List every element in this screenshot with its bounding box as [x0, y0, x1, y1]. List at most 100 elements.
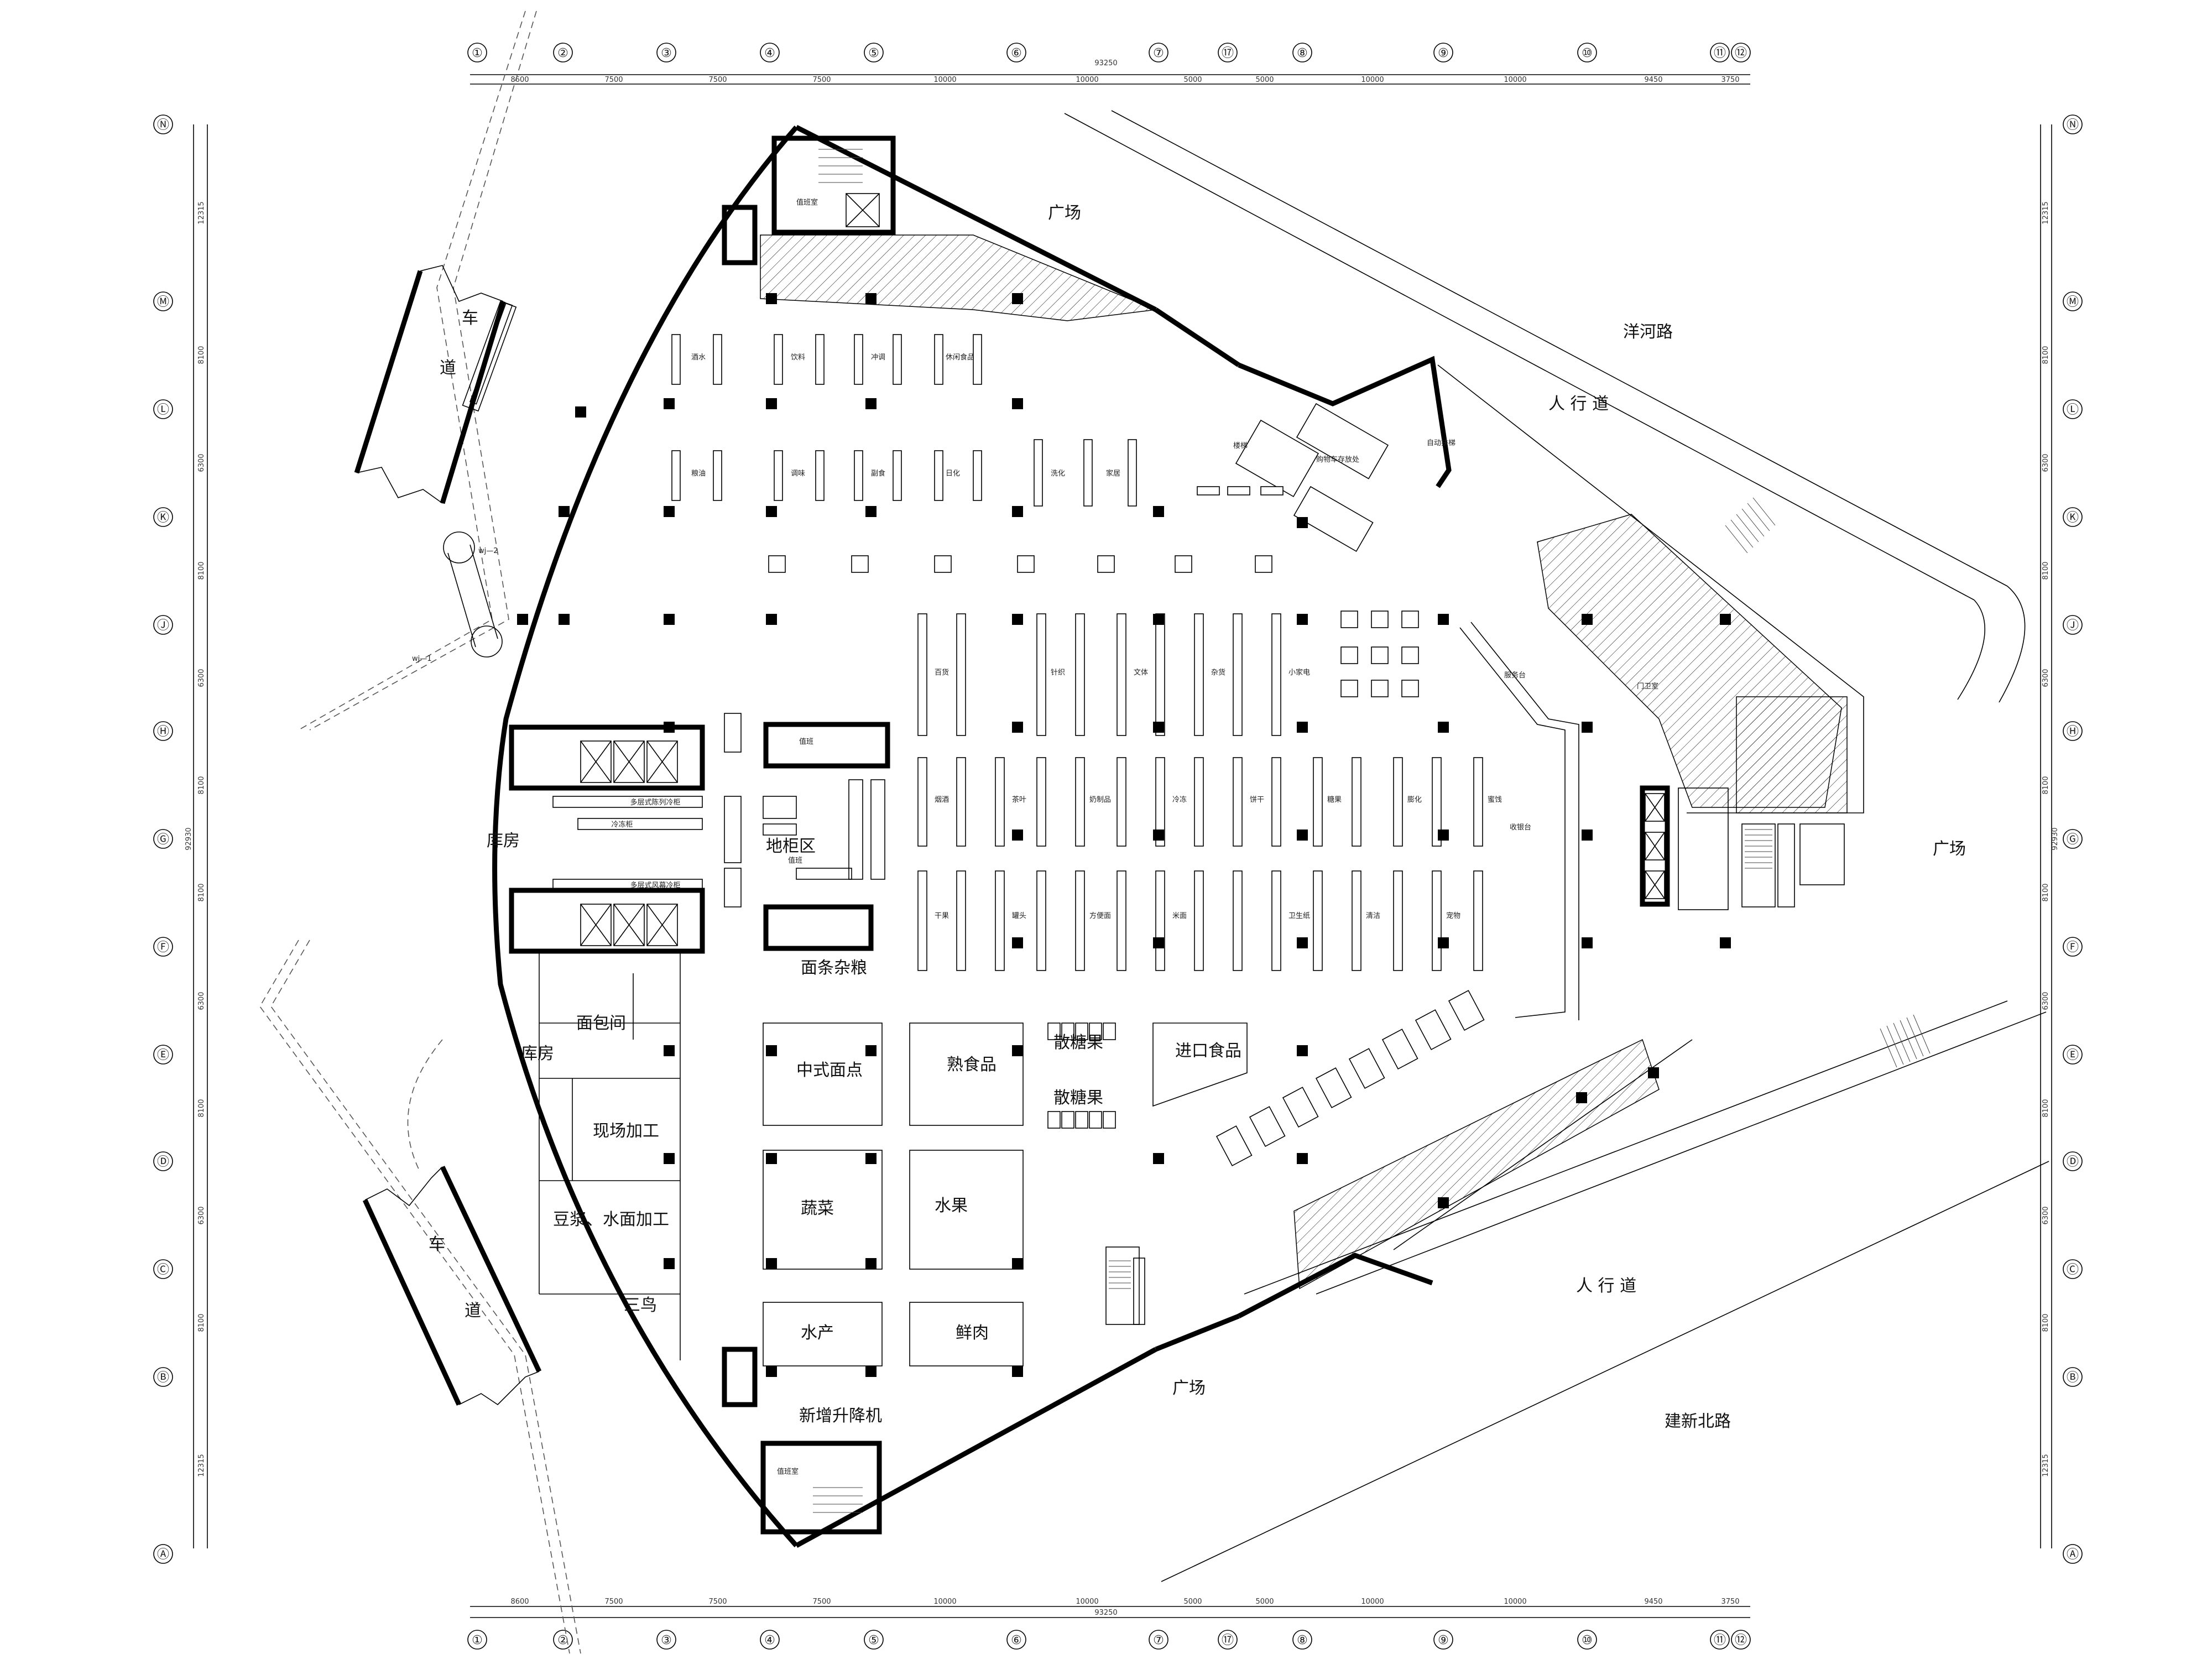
road-yanghe: 洋河路	[1623, 322, 1673, 342]
room-fresh-meat: 鲜肉	[956, 1323, 989, 1343]
svg-text:膨化: 膨化	[1407, 796, 1422, 804]
svg-text:休闲食品: 休闲食品	[946, 353, 974, 362]
dimension-lines	[193, 74, 2052, 1618]
svg-text:7500: 7500	[604, 1598, 623, 1606]
svg-text:6300: 6300	[197, 992, 206, 1010]
svg-text:8100: 8100	[2042, 346, 2050, 364]
svg-text:Ⓐ: Ⓐ	[2067, 1548, 2079, 1562]
svg-text:Ⓜ: Ⓜ	[2067, 295, 2079, 309]
room-seafood: 水产	[801, 1323, 834, 1343]
svg-text:6300: 6300	[197, 669, 206, 687]
svg-text:⑥: ⑥	[1011, 1634, 1022, 1647]
svg-text:宠物: 宠物	[1446, 911, 1460, 920]
svg-text:收银台: 收银台	[1510, 823, 1531, 832]
svg-text:10000: 10000	[933, 1598, 956, 1606]
svg-text:10000: 10000	[1361, 1598, 1384, 1606]
svg-text:6300: 6300	[2042, 992, 2050, 1010]
svg-text:8100: 8100	[197, 883, 206, 901]
svg-text:8100: 8100	[197, 1099, 206, 1117]
svg-text:10000: 10000	[1504, 76, 1526, 84]
svg-text:家居: 家居	[1106, 469, 1120, 478]
svg-text:8600: 8600	[510, 1598, 529, 1606]
room-bulk-candy-2: 散糖果	[1053, 1088, 1103, 1108]
svg-text:Ⓚ: Ⓚ	[2067, 511, 2079, 525]
svg-text:Ⓖ: Ⓖ	[157, 833, 169, 847]
svg-text:6300: 6300	[2042, 453, 2050, 472]
svg-text:干果: 干果	[935, 912, 949, 920]
svg-text:12315: 12315	[197, 1454, 206, 1477]
svg-text:Ⓛ: Ⓛ	[2067, 403, 2079, 417]
svg-text:⑦: ⑦	[1153, 46, 1164, 60]
svg-text:自动扶梯: 自动扶梯	[1427, 439, 1455, 447]
svg-text:⑤: ⑤	[868, 46, 879, 60]
svg-text:93250: 93250	[1094, 1609, 1117, 1617]
svg-text:Ⓗ: Ⓗ	[2067, 725, 2079, 739]
site-labels: 广场 广场 广场 洋河路 建新北路 人 行 道 人 行 道	[1048, 204, 1966, 1431]
svg-text:②: ②	[557, 46, 568, 60]
svg-text:饮料: 饮料	[791, 353, 805, 362]
svg-text:Ⓕ: Ⓕ	[157, 941, 169, 954]
svg-text:Ⓙ: Ⓙ	[157, 619, 169, 633]
svg-text:Ⓙ: Ⓙ	[2067, 619, 2079, 633]
svg-text:8100: 8100	[2042, 1313, 2050, 1332]
svg-text:Ⓔ: Ⓔ	[2067, 1048, 2079, 1062]
svg-text:⑩: ⑩	[1582, 1634, 1593, 1647]
svg-text:92930: 92930	[185, 827, 193, 850]
room-chinese-pastry: 中式面点	[796, 1061, 863, 1080]
svg-text:6300: 6300	[2042, 669, 2050, 687]
svg-text:12315: 12315	[2042, 201, 2050, 224]
svg-text:6300: 6300	[197, 1206, 206, 1224]
axis-col-12: ⑫	[1731, 43, 1751, 62]
svg-text:⑨: ⑨	[1438, 1634, 1449, 1647]
frozen-noodles-zone: 地柜区 面条杂粮 值班	[724, 713, 890, 978]
fresh-food-zone: 中式面点 熟食品 进口食品 散糖果 散糖果 蔬菜 水果 水产 鲜肉 新增升降机	[763, 1022, 1248, 1426]
svg-text:⑧: ⑧	[1297, 1634, 1308, 1647]
axis-col-8: ⑧	[1292, 43, 1312, 62]
svg-text:7500: 7500	[604, 76, 623, 84]
svg-text:8100: 8100	[2042, 883, 2050, 901]
plaza-south: 广场	[1172, 1379, 1206, 1398]
axis-col-1: ①	[467, 43, 487, 62]
svg-text:9450: 9450	[1644, 1598, 1662, 1606]
svg-text:10000: 10000	[1361, 76, 1384, 84]
svg-text:值班: 值班	[799, 737, 813, 746]
svg-text:值班室: 值班室	[777, 1467, 799, 1476]
svg-text:⑦: ⑦	[1153, 1634, 1164, 1647]
room-soy-noodle: 豆浆、水面加工	[553, 1210, 669, 1229]
svg-text:Ⓓ: Ⓓ	[157, 1155, 169, 1169]
svg-text:楼梯: 楼梯	[1233, 442, 1248, 450]
svg-text:洗化: 洗化	[1051, 469, 1065, 478]
svg-text:针织: 针织	[1051, 669, 1065, 677]
svg-text:12315: 12315	[197, 201, 206, 224]
svg-text:道: 道	[440, 358, 456, 378]
svg-text:7500: 7500	[812, 1598, 831, 1606]
room-bakery: 面包间	[576, 1014, 626, 1033]
svg-text:茶叶: 茶叶	[1012, 795, 1026, 804]
svg-text:6300: 6300	[197, 453, 206, 472]
svg-text:5000: 5000	[1255, 76, 1274, 84]
axis-col-5: ⑤	[864, 43, 884, 62]
bottom-dimensions: 8600 7500 7500 7500 10000 10000 5000 500…	[510, 1598, 1739, 1617]
svg-text:米面: 米面	[1172, 912, 1187, 920]
svg-text:6300: 6300	[2042, 1206, 2050, 1224]
svg-text:Ⓔ: Ⓔ	[157, 1048, 169, 1062]
room-onsite-processing: 现场加工	[593, 1121, 659, 1141]
svg-text:7500: 7500	[812, 76, 831, 84]
svg-text:门卫室: 门卫室	[1637, 682, 1658, 691]
svg-text:⑫: ⑫	[1735, 46, 1747, 60]
svg-text:⑪: ⑪	[1714, 46, 1726, 60]
room-new-lift: 新增升降机	[799, 1406, 882, 1426]
svg-text:多层式陈列冷柜: 多层式陈列冷柜	[630, 798, 680, 807]
svg-text:⑤: ⑤	[868, 1634, 879, 1647]
right-dimensions: 12315 8100 6300 8100 6300 8100 8100 6300…	[2042, 201, 2059, 1477]
svg-text:小家电: 小家电	[1288, 668, 1310, 677]
room-noodles-grain: 面条杂粮	[801, 958, 867, 978]
axis-col-10: ⑩	[1577, 43, 1597, 62]
svg-text:粮油: 粮油	[691, 469, 706, 478]
svg-text:糖果: 糖果	[1327, 795, 1342, 804]
svg-text:⑥: ⑥	[1011, 46, 1022, 60]
sidewalk-bottom: 人 行 道	[1576, 1276, 1636, 1296]
room-deli: 熟食品	[947, 1055, 997, 1074]
svg-text:8100: 8100	[197, 561, 206, 580]
svg-text:Ⓒ: Ⓒ	[157, 1263, 169, 1277]
